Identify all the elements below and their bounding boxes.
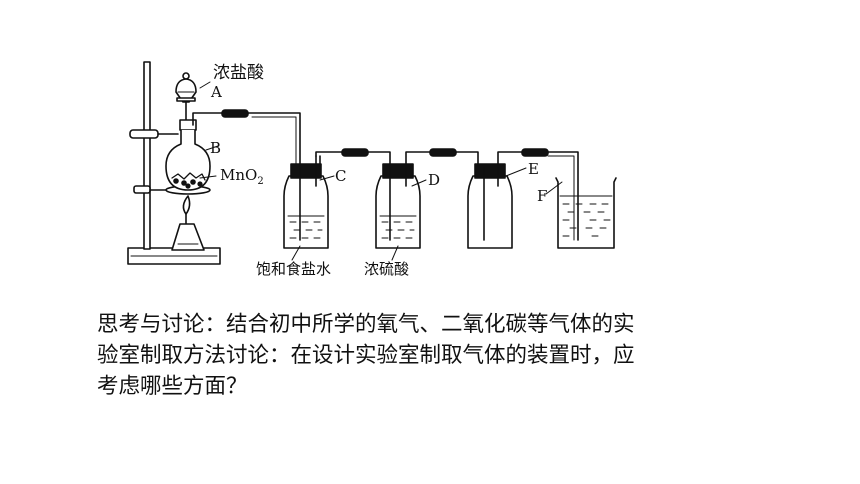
question-line-1: 思考与讨论：结合初中所学的氧气、二氧化碳等气体的实 (97, 312, 635, 337)
rubber-tube-connector (221, 109, 249, 118)
delivery-tube (247, 112, 301, 169)
label-saturated-brine: 饱和食盐水 (256, 260, 331, 278)
experiment-apparatus-diagram: 浓盐酸 A B MnO2 C D E F 饱和食盐水 浓硫酸 (127, 61, 617, 278)
alcohol-lamp (171, 195, 205, 251)
label-mno2: MnO2 (220, 166, 264, 187)
gas-washing-bottle-c (283, 155, 329, 249)
separatory-funnel-a (175, 72, 211, 141)
label-f: F (537, 187, 547, 205)
label-c: C (335, 167, 346, 185)
question-line-2: 验室制取方法讨论：在设计实验室制取气体的装置时，应 (97, 343, 635, 368)
round-bottom-flask-b (165, 112, 223, 191)
label-a: A (210, 83, 222, 101)
question-line-3: 考虑哪些方面？ (97, 374, 248, 399)
label-e: E (528, 160, 539, 178)
beaker-f (555, 177, 617, 249)
gas-washing-bottle-d (375, 163, 421, 249)
gas-collecting-bottle-e (467, 163, 513, 249)
label-conc-hcl: 浓盐酸 (213, 63, 264, 83)
label-b: B (210, 139, 221, 157)
label-conc-h2so4: 浓硫酸 (364, 260, 409, 278)
discussion-question: 思考与讨论：结合初中所学的氧气、二氧化碳等气体的实 验室制取方法讨论：在设计实验… (97, 309, 757, 402)
label-d: D (428, 171, 440, 189)
